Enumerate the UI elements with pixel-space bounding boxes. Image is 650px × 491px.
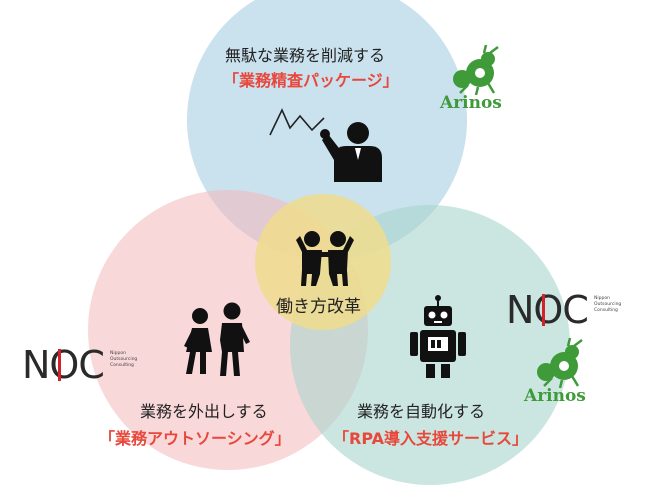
left-service-text: 「業務アウトソーシング」 [99, 429, 291, 448]
ant-icon [537, 337, 583, 389]
noc-logo-subtext: Nippon Outsourcing Consulting [110, 351, 138, 368]
teamwork-people-icon [296, 231, 354, 286]
ant-icon [453, 44, 499, 96]
noc-logo-mark: NOC [22, 343, 105, 387]
arinos-logo-bottom: Arinos [524, 337, 596, 408]
noc-red-bar [542, 294, 545, 326]
right-goal-text: 業務を自動化する [357, 402, 486, 421]
circle-center [255, 194, 391, 330]
left-goal-text: 業務を外出しする [140, 402, 268, 421]
noc-logo-right: NOC Nippon Outsourcing Consulting [506, 288, 624, 334]
center-label: 働き方改革 [276, 297, 361, 317]
noc-logo-left: NOC Nippon Outsourcing Consulting [22, 343, 140, 389]
arinos-logo-text: Arinos [440, 93, 502, 113]
right-service-text: 「RPA導入支援サービス」 [333, 429, 528, 448]
top-service-text: 「業務精査パッケージ」 [223, 71, 399, 90]
walking-couple-icon [184, 302, 250, 376]
noc-red-bar [58, 349, 61, 381]
noc-logo-subtext: Nippon Outsourcing Consulting [594, 296, 622, 313]
noc-logo-mark: NOC [506, 288, 589, 332]
top-goal-text: 無駄な業務を削減する [225, 46, 386, 65]
arinos-logo-top: Arinos [440, 44, 512, 115]
arinos-logo-text: Arinos [524, 386, 586, 406]
presenter-pointing-chart-icon [269, 108, 382, 182]
robot-icon [410, 295, 466, 378]
